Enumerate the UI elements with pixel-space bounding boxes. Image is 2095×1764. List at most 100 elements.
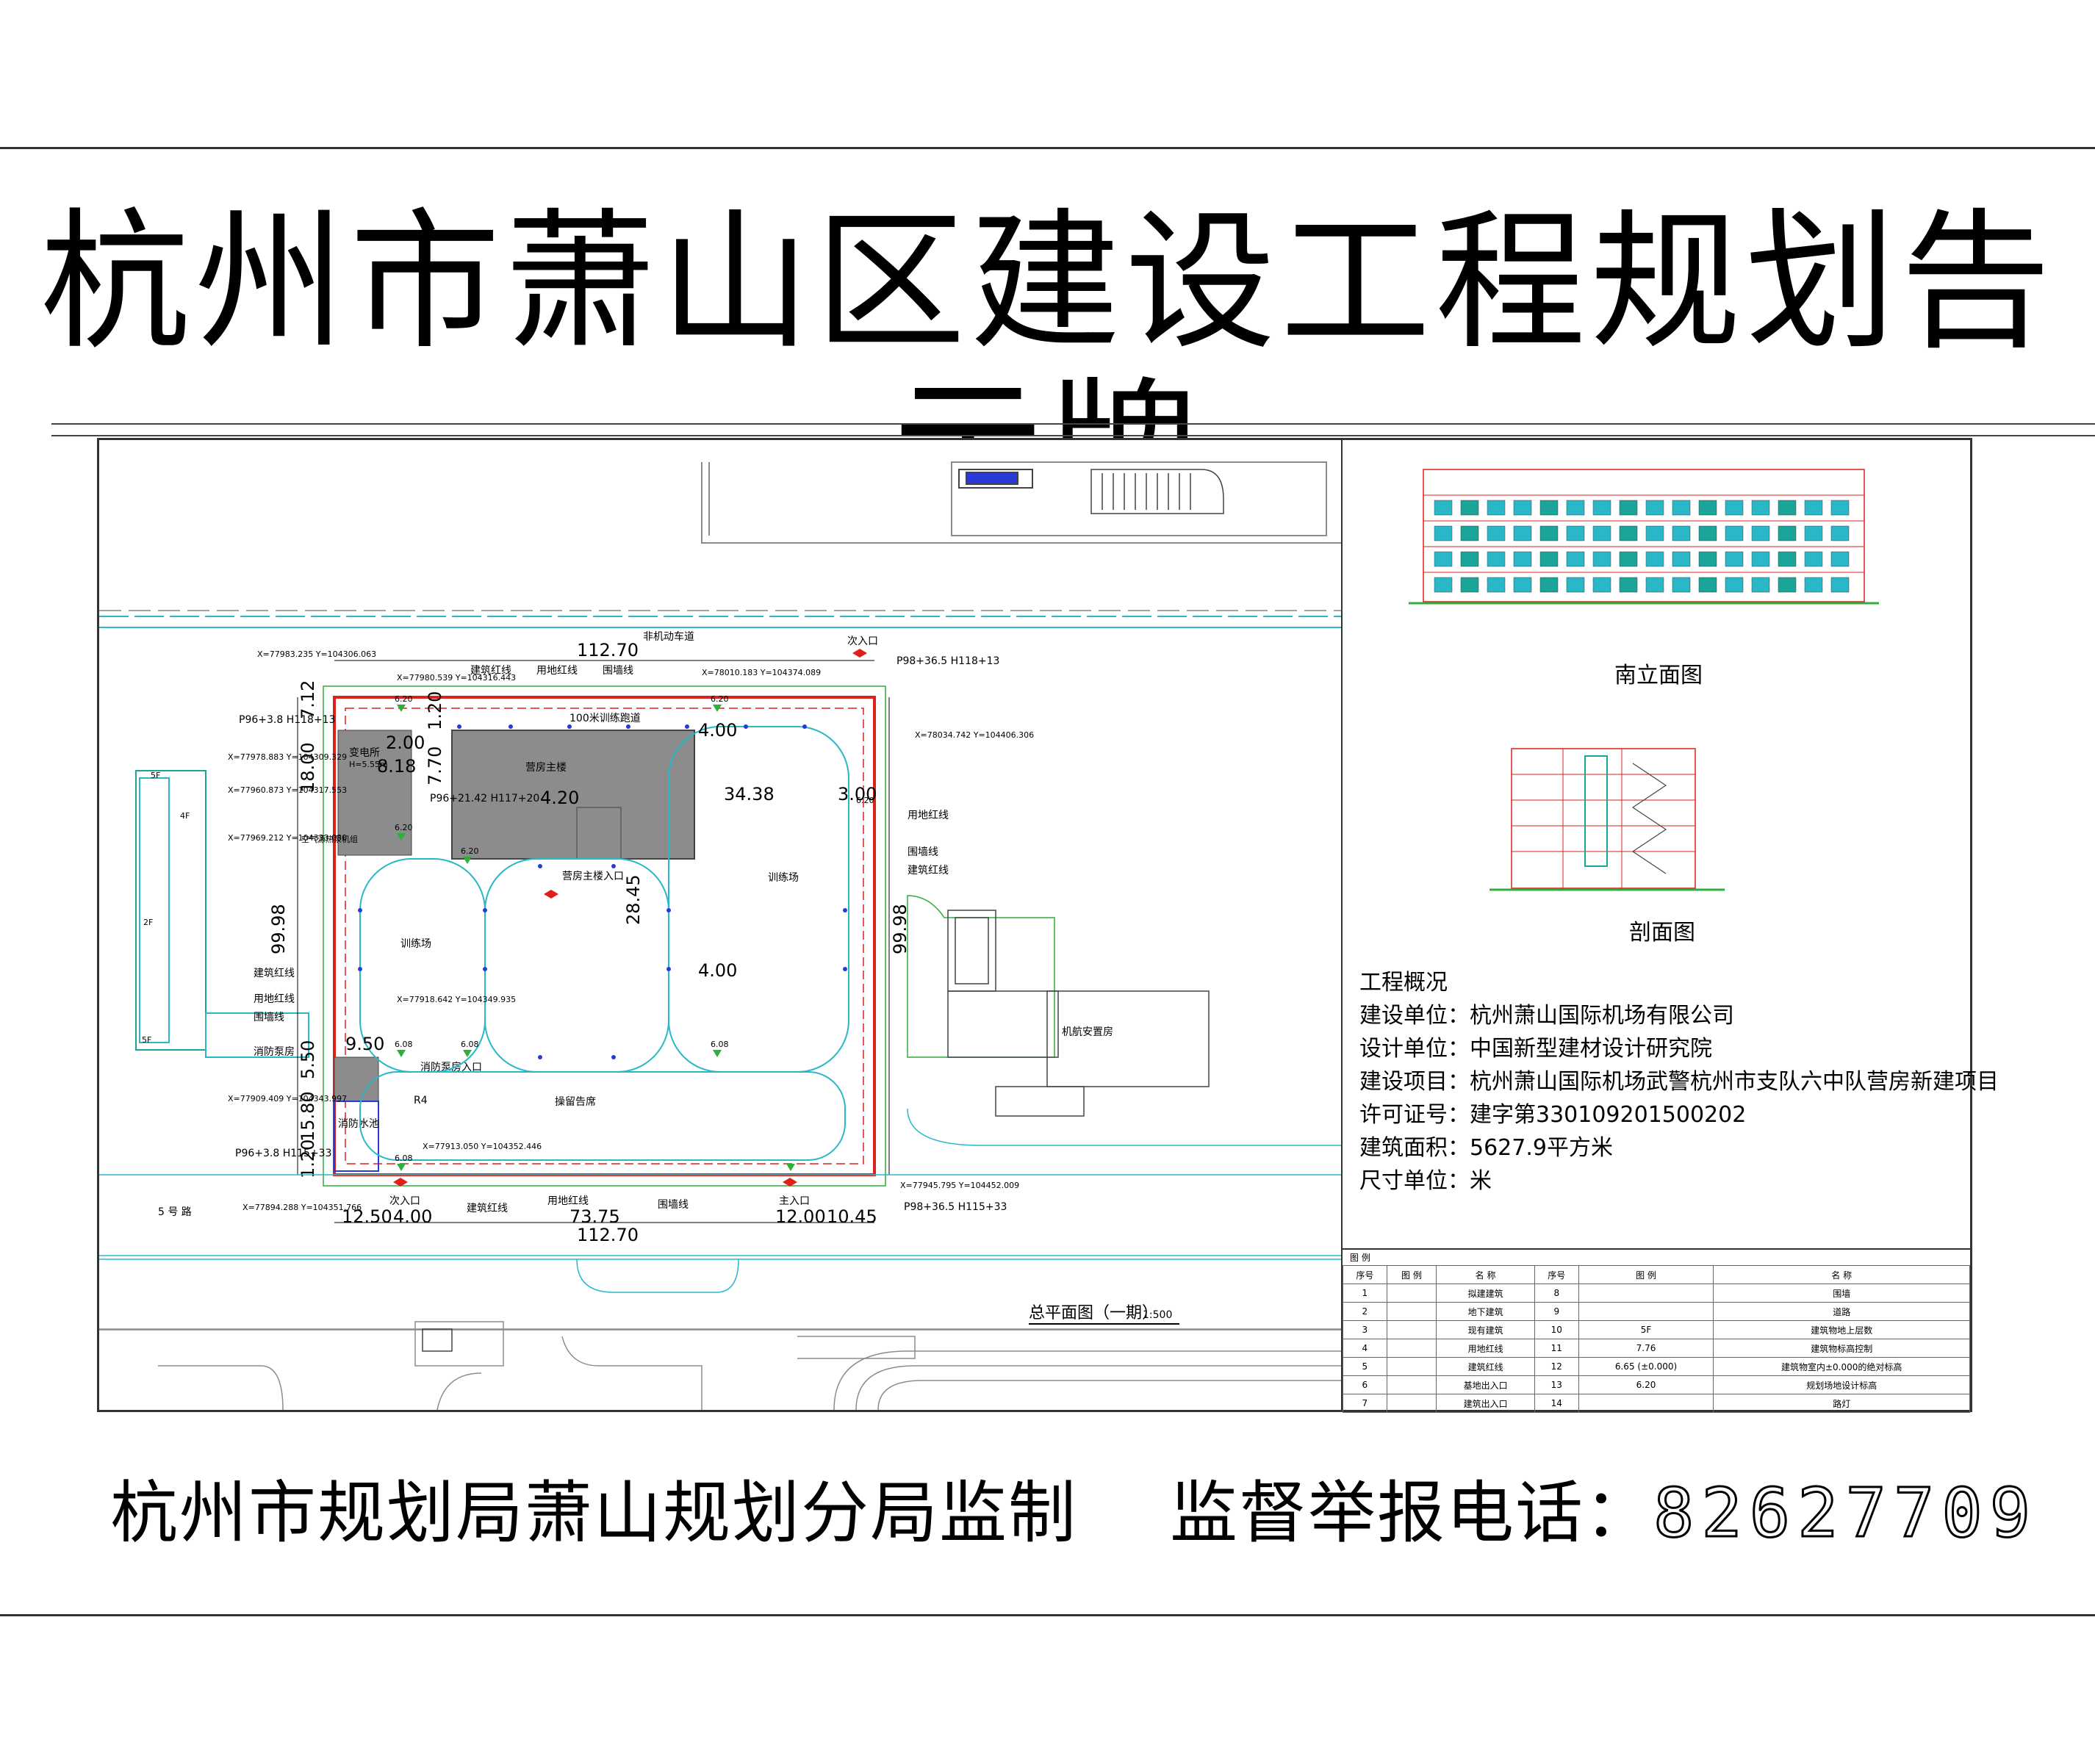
elevation-window bbox=[1751, 551, 1770, 567]
elevation-window bbox=[1804, 500, 1823, 516]
elevation-window bbox=[1434, 577, 1453, 593]
legend-cell: 14 bbox=[1534, 1394, 1579, 1413]
elevation-window bbox=[1487, 577, 1506, 593]
coord-1: X=77983.235 Y=104306.063 bbox=[257, 649, 376, 659]
info-row-designer: 设计单位：中国新型建材设计研究院 bbox=[1359, 1032, 1999, 1065]
info-row-permit: 许可证号：建字第330109201500202 bbox=[1359, 1098, 1999, 1131]
elevation-window bbox=[1619, 525, 1638, 541]
dim-inner-w: 34.38 bbox=[724, 784, 775, 804]
building-section bbox=[1490, 748, 1725, 891]
stake-4: P98+36.5 H115+33 bbox=[904, 1201, 1007, 1213]
coord-10: X=77894.288 Y=104351.766 bbox=[242, 1203, 362, 1212]
drawings-panel: 南立面图 剖面图 bbox=[1343, 440, 1970, 1410]
substation-height: H=5.55m bbox=[349, 760, 388, 769]
legend-header-cell: 图 例 bbox=[1578, 1265, 1714, 1284]
legend-cell: 6.20 bbox=[1578, 1375, 1714, 1394]
elevation-window bbox=[1487, 525, 1506, 541]
info-row-unit: 尺寸单位：米 bbox=[1359, 1164, 1999, 1198]
info-value: 杭州萧山国际机场武警杭州市支队六中队营房新建项目 bbox=[1470, 1069, 1999, 1095]
coord-7: X=77918.642 Y=104349.935 bbox=[397, 995, 516, 1004]
legend-cell: 6 bbox=[1343, 1375, 1387, 1394]
legend-cell bbox=[1578, 1284, 1714, 1303]
elevation-window bbox=[1513, 500, 1532, 516]
dim-l4: 5.50 bbox=[298, 1040, 318, 1079]
elevation-caption: 南立面图 bbox=[1614, 663, 1703, 688]
elevation-window bbox=[1645, 525, 1664, 541]
dim-e8: 4.00 bbox=[698, 960, 737, 981]
legend-header-cell: 名 称 bbox=[1713, 1265, 1970, 1284]
elevation-window bbox=[1619, 577, 1638, 593]
training-right-label: 训练场 bbox=[768, 872, 799, 884]
dim-l1: 7.12 bbox=[298, 680, 318, 719]
dim-top: 112.70 bbox=[577, 640, 639, 660]
elevation-window bbox=[1778, 577, 1797, 593]
elevation-window bbox=[1460, 500, 1479, 516]
legend-header-cell: 图 例 bbox=[1386, 1265, 1437, 1284]
coord-5: X=77960.873 Y=104317.553 bbox=[228, 785, 347, 795]
road-label: 5 号 路 bbox=[158, 1206, 192, 1218]
line-label-building-top: 建筑红线 bbox=[470, 665, 511, 677]
info-value: 建字第330109201500202 bbox=[1470, 1102, 1747, 1128]
legend-header-cell: 序号 bbox=[1343, 1265, 1387, 1284]
elevation-window bbox=[1460, 577, 1479, 593]
legend-cell: 规划场地设计标高 bbox=[1713, 1375, 1970, 1394]
r4-label: R4 bbox=[414, 1095, 428, 1106]
legend-cell: 5F bbox=[1578, 1320, 1714, 1339]
legend-cell: 建筑物标高控制 bbox=[1713, 1339, 1970, 1358]
legend-cell: 8 bbox=[1534, 1284, 1579, 1303]
dim-e1: 2.00 bbox=[386, 732, 425, 753]
training-left-label: 训练场 bbox=[400, 938, 431, 950]
neighbor-label: 机航安置房 bbox=[1062, 1026, 1113, 1038]
info-key: 建筑面积： bbox=[1359, 1135, 1470, 1161]
elevation-window bbox=[1698, 551, 1717, 567]
dimension-lines bbox=[297, 660, 890, 1223]
dim-e3: 7.70 bbox=[425, 746, 445, 785]
dim-b3: 73.75 bbox=[569, 1206, 620, 1227]
elevation-window bbox=[1619, 551, 1638, 567]
legend-cell: 10 bbox=[1534, 1320, 1579, 1339]
dim-b1: 12.50 bbox=[342, 1206, 392, 1227]
line-label-wall-top: 围墙线 bbox=[603, 665, 633, 677]
legend-cell: 5 bbox=[1343, 1357, 1387, 1376]
dim-b5: 10.45 bbox=[827, 1206, 877, 1227]
elevation-window bbox=[1751, 577, 1770, 593]
info-key: 建设单位： bbox=[1359, 1003, 1470, 1029]
dim-bottom: 112.70 bbox=[577, 1225, 639, 1245]
elevation-window bbox=[1698, 577, 1717, 593]
main-gate-label: 主入口 bbox=[779, 1195, 810, 1207]
legend-cell bbox=[1386, 1394, 1437, 1413]
legend-cell bbox=[1386, 1320, 1437, 1339]
legend-cell: 建筑物室内±0.000的绝对标高 bbox=[1713, 1357, 1970, 1376]
west-building-floors-2f: 2F bbox=[143, 918, 153, 927]
legend-cell: 4 bbox=[1343, 1339, 1387, 1358]
line-label-wall-left: 围墙线 bbox=[254, 1012, 284, 1023]
info-value: 5627.9平方米 bbox=[1470, 1135, 1613, 1161]
dim-b4: 12.00 bbox=[775, 1206, 826, 1227]
west-building-floors-5f-b: 5F bbox=[142, 1035, 151, 1045]
coord-3: X=78010.183 Y=104374.089 bbox=[702, 668, 821, 677]
info-value: 米 bbox=[1470, 1168, 1492, 1194]
training-fields bbox=[359, 726, 849, 1161]
elevation-window bbox=[1434, 500, 1453, 516]
sign-frame bbox=[0, 147, 2095, 1616]
wall-line bbox=[323, 685, 886, 1187]
supervising-authority: 杭州市规划局萧山规划分局监制 bbox=[110, 1474, 1078, 1552]
dim-e2: 8.18 bbox=[377, 756, 416, 777]
dim-l5: 15.80 bbox=[298, 1091, 318, 1142]
plan-caption: 总平面图（一期） bbox=[1029, 1304, 1158, 1322]
legend-cell: 围墙 bbox=[1713, 1284, 1970, 1303]
hotline-number[interactable]: 82627709 bbox=[1653, 1473, 2038, 1554]
info-key: 建设项目： bbox=[1359, 1069, 1470, 1095]
elev-8: 6.08 bbox=[711, 1040, 729, 1049]
elevation-window bbox=[1460, 525, 1479, 541]
elev-9: 6.08 bbox=[395, 1153, 413, 1163]
hotline-label: 监督举报电话： bbox=[1170, 1474, 1654, 1552]
coord-6: X=77969.212 Y=104333.080 bbox=[228, 833, 347, 843]
info-key: 设计单位： bbox=[1359, 1036, 1470, 1062]
elevation-window bbox=[1672, 500, 1691, 516]
line-label-land-bottom: 用地红线 bbox=[547, 1195, 589, 1207]
